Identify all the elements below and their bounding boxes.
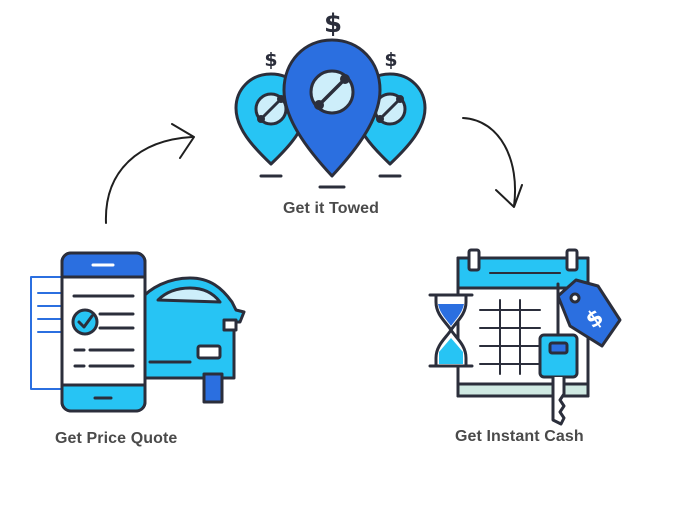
calendar-icon <box>456 248 590 398</box>
step-label-get-price-quote: Get Price Quote <box>55 430 178 447</box>
dollar-icon: $ <box>384 49 397 71</box>
cash-icon-group: $ <box>428 248 622 426</box>
dollar-icon: $ <box>324 9 342 39</box>
smartphone-icon <box>60 251 147 413</box>
map-pin-wrench-icon <box>282 38 382 189</box>
dollar-icon: $ <box>264 49 277 71</box>
car-icon <box>138 276 246 404</box>
key-icon <box>538 282 579 426</box>
quote-icon-group <box>30 251 246 413</box>
arrow-tow-to-cash <box>462 117 523 208</box>
checkmark-icon <box>71 308 99 336</box>
step-label-get-instant-cash: Get Instant Cash <box>455 428 584 445</box>
arrow-quote-to-tow <box>104 123 195 224</box>
tow-icon-group: $ $ $ <box>234 9 427 189</box>
step-label-get-it-towed: Get it Towed <box>283 200 380 217</box>
price-tag-icon: $ <box>556 278 622 348</box>
hourglass-icon <box>428 293 474 368</box>
